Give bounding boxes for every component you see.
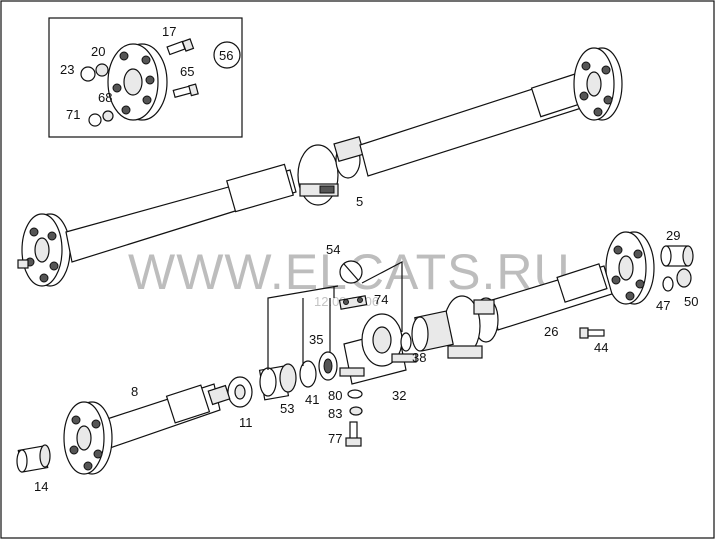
bolt-44-part [579,327,605,339]
label-54: 54 [326,242,340,257]
nut-71-part [88,113,102,127]
nut-20-part [95,63,109,77]
leader-lines [267,261,403,370]
label-47: 47 [656,298,670,313]
label-77: 77 [328,431,342,446]
label-32: 32 [392,388,406,403]
bearing-35-part [318,351,338,381]
front-shaft-8 [63,383,231,475]
washer-83-part [349,406,363,416]
ring-38-part [400,332,412,352]
label-11: 11 [239,415,253,430]
label-71: 71 [66,107,80,122]
callout-56-circle [213,41,241,69]
washer-80-part [347,389,363,399]
bolt-77-part [345,421,362,447]
label-29: 29 [666,228,680,243]
label-20: 20 [91,44,105,59]
sleeve-14-part [16,444,51,473]
label-83: 83 [328,406,342,421]
label-65: 65 [180,64,194,79]
label-41: 41 [305,392,319,407]
lock-washer-54-part [339,260,363,284]
nut-50-part [676,268,692,288]
upper-left-flex-disc [17,213,71,287]
upper-propeller-shaft [17,47,623,287]
sleeve-53-part [258,363,297,401]
cap-41-part [299,360,317,388]
rear-flex-disc [605,231,655,305]
nut-23-part [80,66,96,82]
sleeve-29-part [660,245,694,267]
flex-disc-part [107,43,168,121]
label-23: 23 [60,62,74,77]
inset-frame [48,17,243,138]
label-53: 53 [280,401,294,416]
label-44: 44 [594,340,608,355]
nut-11-part [227,376,253,408]
upper-right-flex-disc [573,47,623,121]
rear-u-joint [443,295,499,359]
label-17: 17 [162,24,176,39]
label-74: 74 [374,292,388,307]
bolt-65-part [172,83,199,98]
bolt-17-part [166,38,195,56]
inset-flex-disc-kit [48,17,243,138]
splined-yoke [411,310,454,352]
label-38: 38 [412,350,426,365]
nut-68-part [102,110,114,122]
label-26: 26 [544,324,558,339]
label-50: 50 [684,294,698,309]
label-80: 80 [328,388,342,403]
label-5: 5 [356,194,363,209]
label-14: 14 [34,479,48,494]
label-68: 68 [98,90,112,105]
callout-labels: 17 20 23 56 65 68 71 5 54 74 29 26 47 50… [34,24,698,494]
upper-center-joint [297,136,365,206]
label-35: 35 [309,332,323,347]
clip-74-part [338,295,368,310]
label-56: 56 [219,48,233,63]
washer-47-part [662,276,674,292]
rear-shaft-26 [411,231,655,359]
center-bearing-support-32 [339,313,417,385]
label-8: 8 [131,384,138,399]
front-flex-disc [63,401,113,475]
